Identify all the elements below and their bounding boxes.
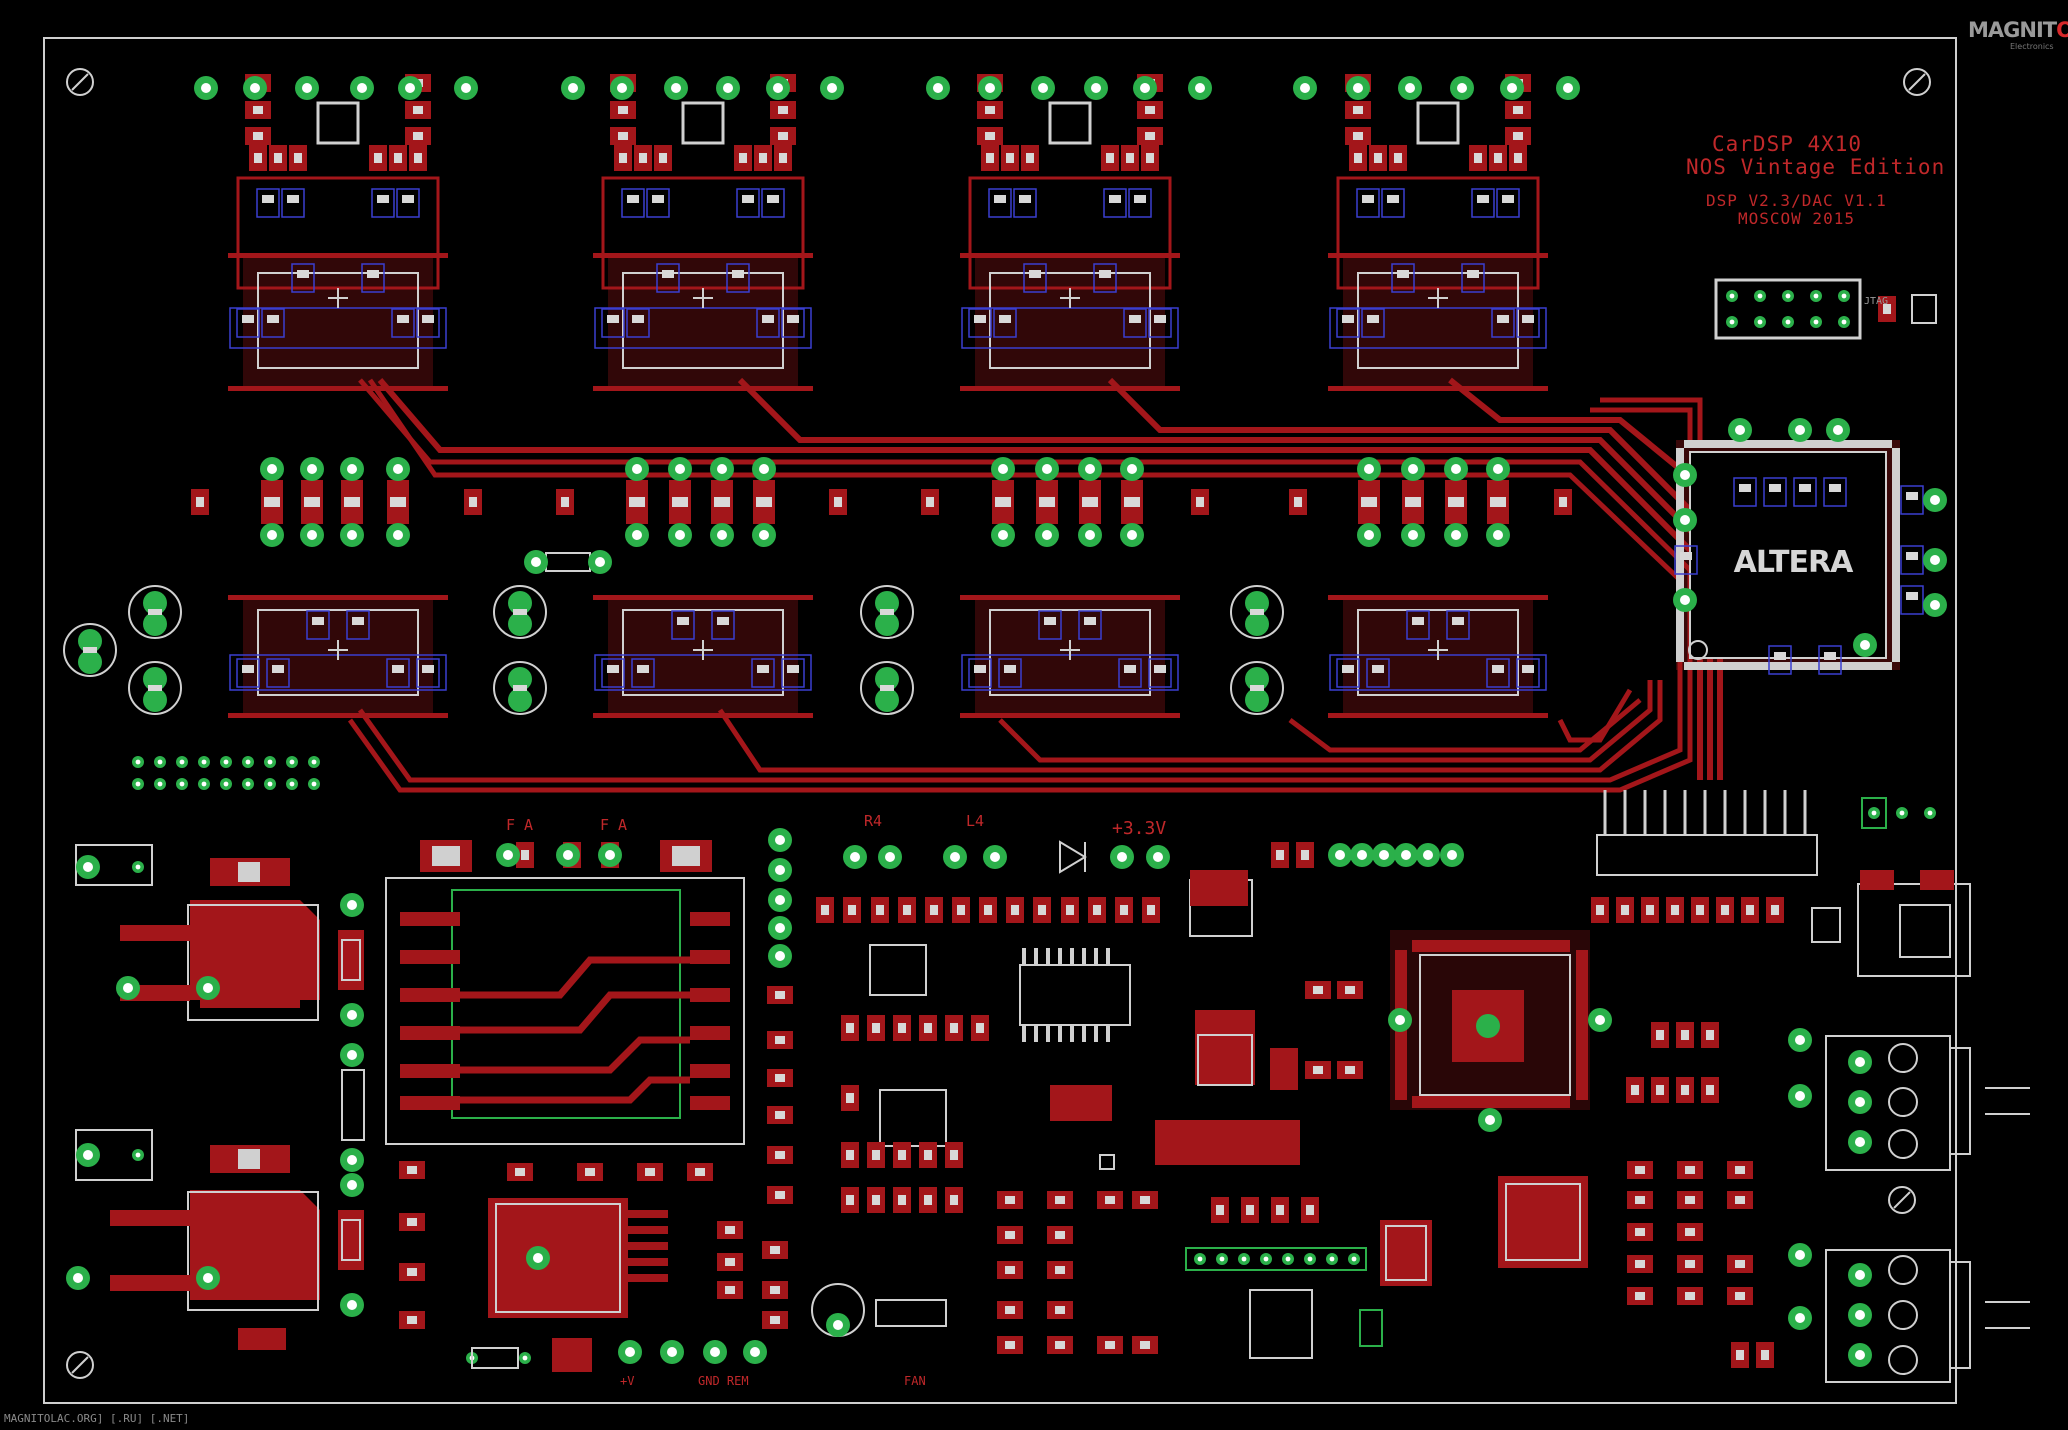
fuse-a2-label: F A [600,816,628,834]
board-version: DSP V2.3/DAC V1.1 [1706,191,1887,210]
brand-watermark: MAGNITOLA [1968,18,2068,42]
plus-v-label: +V [620,1374,635,1388]
fan-label: FAN [904,1374,926,1388]
fuse-a1-label: F A [506,816,534,834]
board-city-year: MOSCOW 2015 [1738,209,1855,228]
footer-domains: MAGNITOLAC.ORG] [.RU] [.NET] [4,1412,190,1425]
rail-3v3-label: +3.3V [1112,818,1167,839]
l4-label: L4 [966,812,985,830]
r4-label: R4 [864,812,883,830]
brand-o: O [2056,18,2068,42]
brand-subtitle: Electronics [2010,42,2054,51]
gnd-rem-label: GND REM [698,1374,749,1388]
jtag-label: JTAG [1864,296,1889,307]
board-title: CarDSP 4X10 [1712,132,1863,156]
brand-part1: MAGNIT [1968,18,2057,42]
fpga-logo: ALTERA [1733,545,1854,580]
board-edition: NOS Vintage Edition [1686,155,1946,179]
